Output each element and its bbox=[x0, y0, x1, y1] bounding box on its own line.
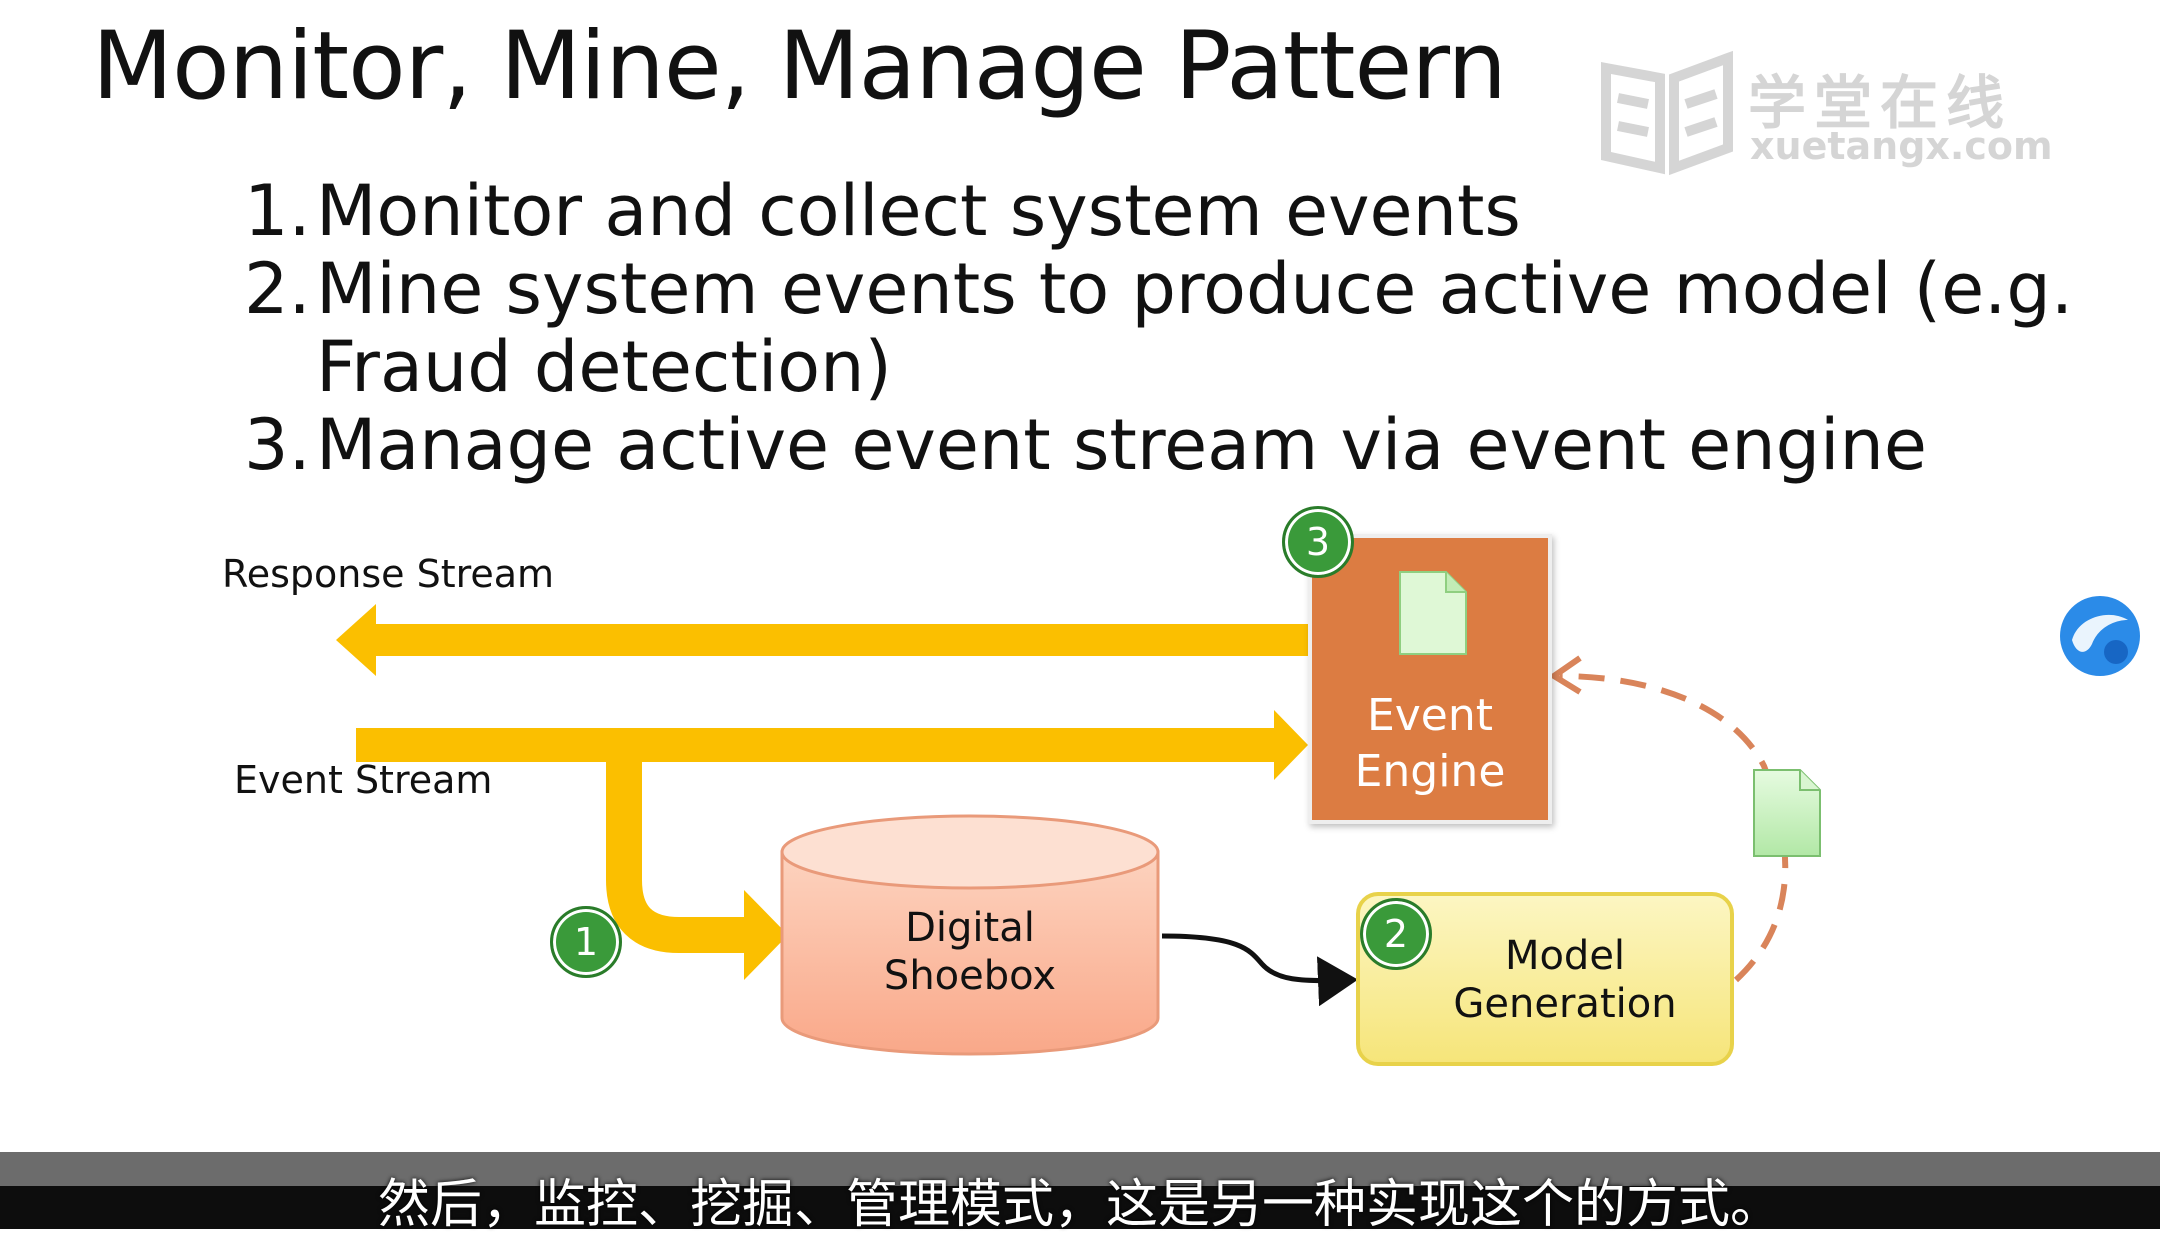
list-item: 2. Mine system events to produce active … bbox=[244, 250, 2073, 328]
list-item: Fraud detection) bbox=[244, 328, 2073, 406]
model-document-icon bbox=[1753, 769, 1821, 857]
event-stream-arrow bbox=[356, 710, 1308, 780]
shoebox-feed-arrow bbox=[606, 762, 788, 980]
watermark-url: xuetangx.com bbox=[1750, 124, 2053, 168]
step-1-badge: 1 bbox=[550, 906, 622, 978]
digital-shoebox-cylinder bbox=[780, 814, 1160, 1056]
watermark-chinese: 学堂在线 bbox=[1748, 69, 2013, 137]
slide-title: Monitor, Mine, Manage Pattern bbox=[92, 12, 1507, 121]
list-text: Fraud detection) bbox=[316, 326, 892, 408]
step-2-badge: 2 bbox=[1360, 898, 1432, 970]
watermark-logo: 学堂在线 xuetangx.com bbox=[1598, 48, 2053, 178]
event-engine-label: Event Engine bbox=[1354, 690, 1506, 797]
floating-assistant-icon[interactable] bbox=[2058, 594, 2142, 678]
step-3-badge: 3 bbox=[1282, 506, 1354, 578]
list-text: Mine system events to produce active mod… bbox=[316, 248, 2074, 330]
video-subtitle: 然后，监控、挖掘、管理模式，这是另一种实现这个的方式。 bbox=[377, 1175, 1782, 1235]
list-item: 3. Manage active event stream via event … bbox=[244, 406, 2073, 484]
digital-shoebox-label: Digital Shoebox bbox=[883, 905, 1057, 999]
event-stream-label: Event Stream bbox=[234, 758, 493, 802]
response-stream-arrow bbox=[336, 604, 1308, 676]
bullet-list: 1. Monitor and collect system events 2. … bbox=[244, 172, 2073, 484]
subtitle-bar bbox=[0, 1152, 2160, 1229]
response-stream-label: Response Stream bbox=[222, 552, 555, 596]
list-text: Monitor and collect system events bbox=[316, 170, 1521, 252]
model-generation-label: Model Generation bbox=[1453, 933, 1677, 1027]
shoebox-to-model-connector bbox=[1161, 933, 1358, 1007]
list-text: Manage active event stream via event eng… bbox=[316, 404, 1927, 486]
list-number: 1. bbox=[244, 170, 311, 252]
list-number: 3. bbox=[244, 404, 311, 486]
model-to-engine-dashed-arrow bbox=[1548, 655, 1789, 983]
list-item: 1. Monitor and collect system events bbox=[244, 172, 2073, 250]
event-engine-box: Event Engine bbox=[1308, 534, 1552, 824]
list-number: 2. bbox=[244, 248, 311, 330]
book-logo-icon bbox=[1601, 50, 1733, 176]
engine-document-icon bbox=[1399, 571, 1467, 655]
